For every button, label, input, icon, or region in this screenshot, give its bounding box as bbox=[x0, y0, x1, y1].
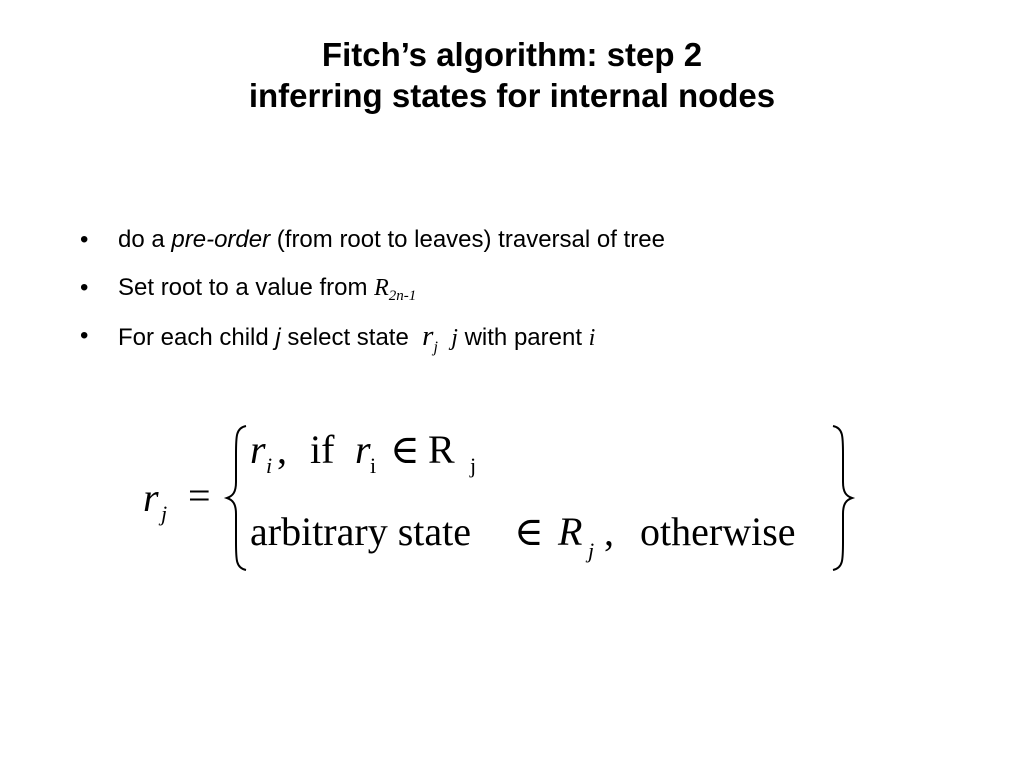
case2-element-of: ∈ bbox=[514, 509, 544, 554]
case2-set: R bbox=[558, 509, 583, 554]
case1-cond-subscript: i bbox=[370, 453, 377, 478]
bullet-item-child: • For each child j select state rj j wit… bbox=[76, 319, 665, 367]
math-var: R bbox=[374, 275, 389, 301]
case1-cond-var: r bbox=[355, 427, 371, 472]
bullet-list: • do a pre-order (from root to leaves) t… bbox=[76, 223, 665, 367]
case2-set-subscript: j bbox=[588, 538, 595, 563]
bullet-item-root: • Set root to a value from R2n-1 bbox=[76, 271, 665, 319]
title-line-2: inferring states for internal nodes bbox=[248, 77, 776, 114]
bullet-marker: • bbox=[80, 274, 89, 301]
bullet-text: Set root to a value from bbox=[118, 274, 375, 301]
case1-set: R bbox=[428, 427, 455, 472]
case1-if: if bbox=[310, 427, 335, 472]
formula-lhs-var: r bbox=[143, 475, 159, 520]
title-line-1: Fitch’s algorithm: step 2 bbox=[321, 36, 703, 73]
bullet-marker: • bbox=[80, 322, 89, 349]
left-brace-icon bbox=[223, 425, 247, 571]
case1-var: r bbox=[250, 427, 266, 472]
case1-set-subscript: j bbox=[470, 453, 477, 478]
bullet-emphasis: pre-order bbox=[171, 226, 271, 253]
case1-subscript: i bbox=[266, 453, 273, 478]
case2-comma: , bbox=[604, 509, 614, 554]
bullet-marker: • bbox=[80, 226, 89, 253]
math-var: j bbox=[275, 324, 281, 351]
bullet-item-preorder: • do a pre-order (from root to leaves) t… bbox=[76, 223, 665, 271]
math-var: i bbox=[588, 325, 596, 351]
case2-text: arbitrary state bbox=[250, 509, 471, 554]
bullet-text: select state bbox=[280, 324, 416, 351]
bullet-text: do a bbox=[118, 226, 172, 253]
case2-otherwise: otherwise bbox=[640, 509, 796, 554]
math-subscript: j bbox=[433, 339, 438, 356]
math-var: j bbox=[451, 325, 458, 351]
bullet-text: For each child bbox=[118, 324, 276, 351]
bullet-text: with parent bbox=[457, 324, 589, 351]
bullet-text: (from root to leaves) traversal of tree bbox=[270, 226, 665, 253]
case1-comma: , bbox=[277, 427, 287, 472]
formula-equals: = bbox=[188, 473, 211, 518]
case1-element-of: ∈ bbox=[390, 427, 420, 472]
slide-title: Fitch’s algorithm: step 2 inferring stat… bbox=[0, 34, 1024, 116]
math-var: r bbox=[422, 320, 434, 352]
math-subscript: 2n-1 bbox=[388, 288, 417, 304]
formula-lhs-subscript: j bbox=[161, 501, 168, 526]
right-brace-icon bbox=[832, 425, 856, 571]
